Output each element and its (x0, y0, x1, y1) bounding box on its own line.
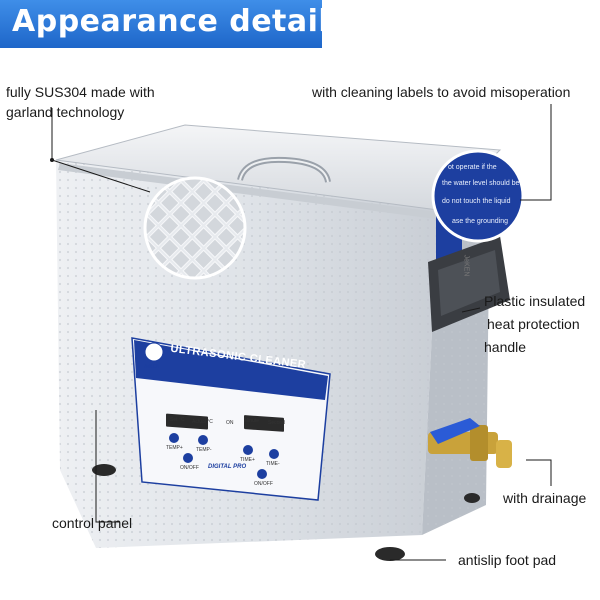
time-down-button (269, 449, 279, 459)
second-label: Second (268, 420, 285, 426)
drain-valve-lever (430, 418, 480, 444)
callout-material: fully SUS304 made with garland technolog… (6, 82, 155, 122)
callout-drainage: with drainage (503, 490, 587, 506)
warning-line-2: the water level should be (442, 180, 520, 187)
foot-front (375, 547, 405, 561)
temp-display (166, 413, 208, 430)
actual-temp-label: Actual °C (192, 419, 213, 425)
callout-handle: Plastic insulated heat protection handle (484, 290, 585, 359)
heat-onoff-button (183, 453, 193, 463)
foot-right (464, 493, 480, 503)
callout-handle-line2: heat protection (487, 316, 580, 332)
set-temp-label: Set °C (170, 417, 185, 423)
temp-down-label: TEMP- (196, 447, 212, 453)
leader-drainage (526, 459, 552, 486)
heater-on-label: ON (226, 420, 234, 426)
callout-labels: with cleaning labels to avoid misoperati… (312, 84, 571, 100)
brand-logo (144, 342, 164, 362)
callout-handle-line1: Plastic insulated (484, 293, 586, 309)
digital-pro-label: DIGITAL PRO (208, 464, 247, 470)
time-display (244, 415, 284, 432)
callout-foot-pad: antislip foot pad (458, 552, 557, 568)
page-title: Appearance details (12, 4, 348, 39)
temp-up-label: TEMP+ (166, 445, 183, 451)
warning-line-3: do not touch the liquid (442, 198, 511, 205)
leader-panel (95, 410, 120, 523)
panel-brand: JeKEN (144, 364, 160, 370)
label-magnifier (431, 149, 525, 243)
panel-header (134, 340, 328, 400)
minute-label: Minute (244, 418, 260, 424)
callout-material-line2: garland technology (6, 104, 125, 120)
callout-handle-line3: handle (484, 339, 527, 355)
title-banner: Appearance details (0, 0, 347, 48)
time-up-button (243, 445, 253, 455)
onoff-button (257, 469, 267, 479)
onoff-label: ON/OFF (254, 481, 273, 487)
tank-lid (55, 124, 502, 211)
callout-material-line1: fully SUS304 made with (6, 84, 155, 100)
temp-up-button (169, 433, 179, 443)
heat-onoff-label: ON/OFF (180, 465, 199, 471)
material-magnifier (143, 176, 247, 280)
warning-line-1: ot operate if the (448, 164, 497, 171)
time-up-label: TIME+ (240, 457, 255, 463)
warning-line-4: ase the grounding (452, 218, 509, 225)
callout-control-panel: control panel (52, 515, 133, 531)
leader-labels (520, 104, 552, 201)
foot-left (92, 464, 116, 476)
time-down-label: TIME- (266, 461, 280, 467)
leader-handle (461, 307, 481, 313)
temp-down-button (198, 435, 208, 445)
handle-brand: JeKEN (462, 254, 470, 277)
